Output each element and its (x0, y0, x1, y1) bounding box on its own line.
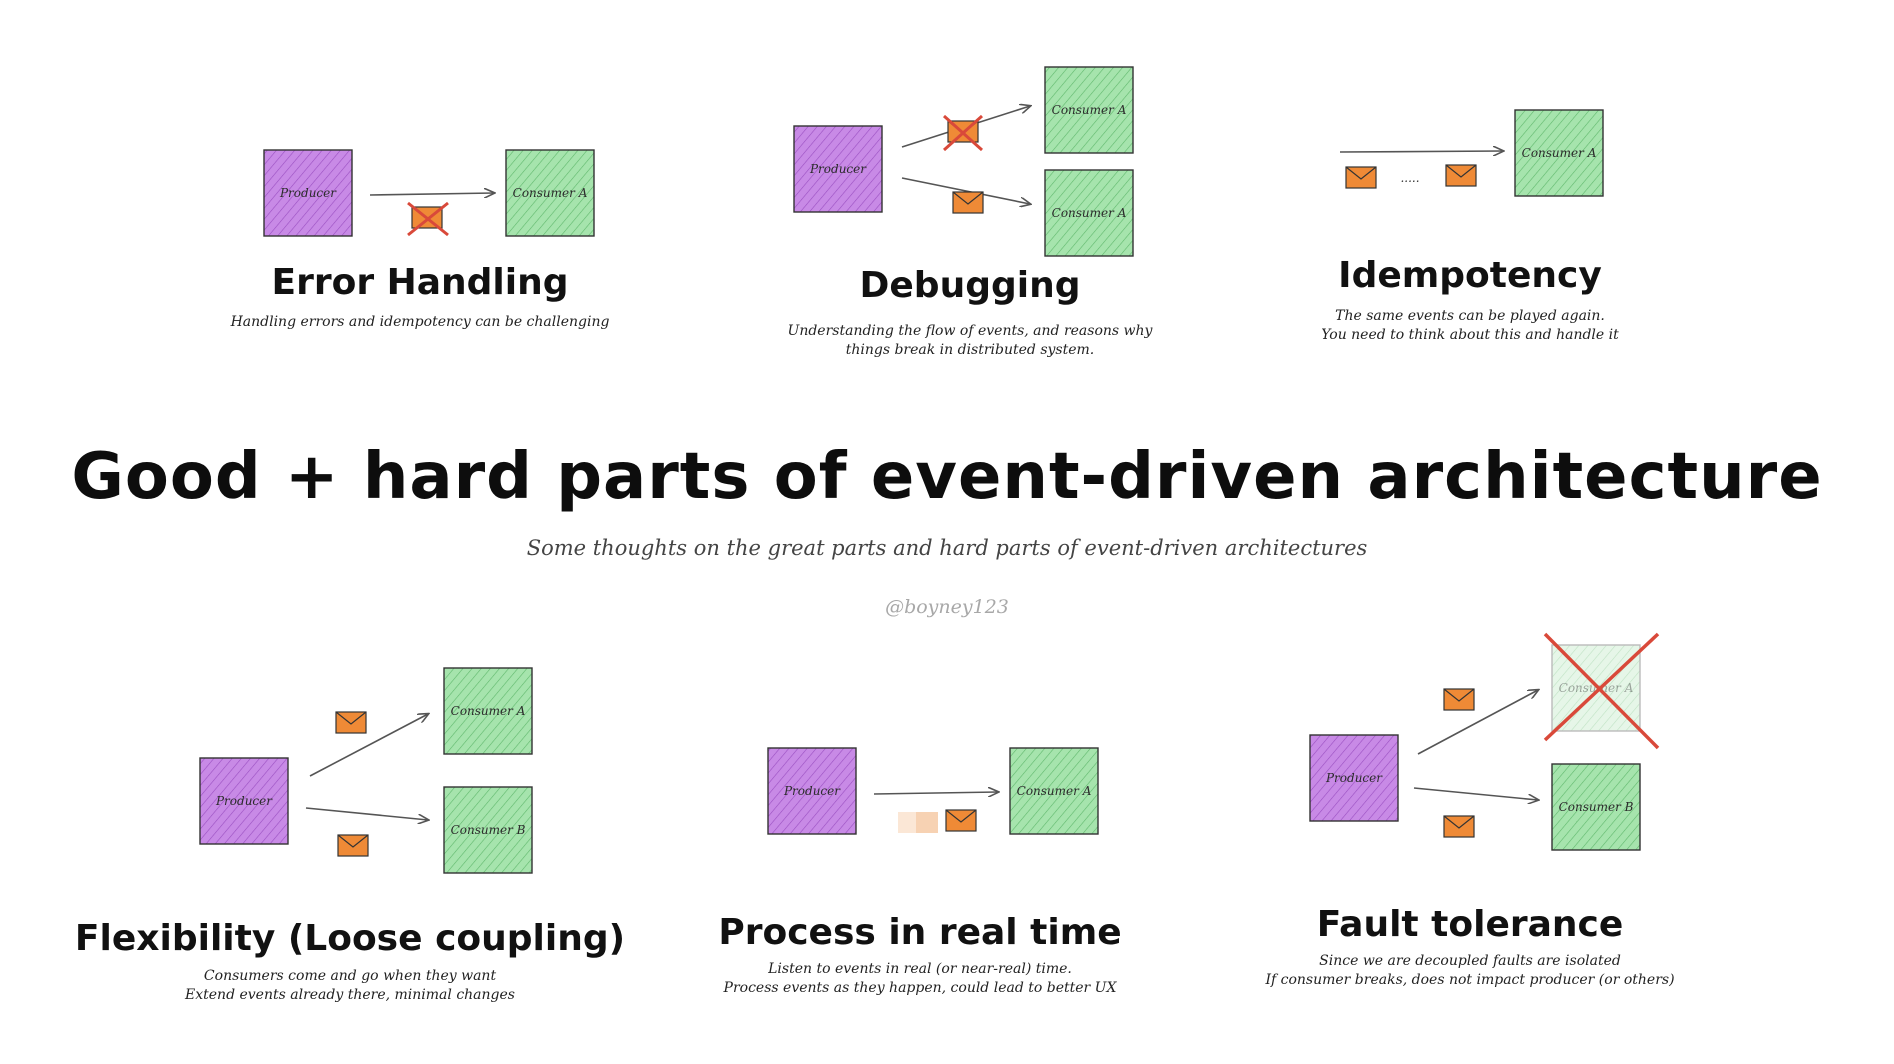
consumer-a-box-2: Consumer A (1044, 169, 1134, 257)
author-handle: @boyney123 (885, 596, 1009, 618)
section-title-error-handling: Error Handling (271, 262, 569, 303)
section-title-fault-tolerance: Fault tolerance (1316, 904, 1624, 945)
consumer-a-label: Consumer A (1052, 206, 1127, 220)
consumer-b-label: Consumer B (451, 823, 526, 837)
consumer-a-label: Consumer A (1522, 146, 1597, 160)
failed-envelope-icon (407, 201, 449, 237)
consumer-b-box: Consumer B (1551, 763, 1641, 851)
section-desc-idempotency: The same events can be played again. You… (1321, 308, 1619, 343)
producer-label: Producer (809, 162, 867, 176)
consumer-a-label: Consumer A (1052, 103, 1127, 117)
producer-box: Producer (263, 149, 353, 237)
event-arrow-down (1413, 787, 1538, 800)
envelope-icon (335, 711, 367, 734)
idempotency-diagram: Consumer A ..... (1339, 109, 1604, 197)
debugging-diagram: Producer Consumer A Consumer A (793, 66, 1134, 257)
broken-consumer-a-box: Consumer A (1543, 632, 1660, 750)
page-title: Good + hard parts of event-driven archit… (71, 440, 1823, 514)
producer-label: Producer (215, 794, 273, 808)
producer-box: Producer (1309, 734, 1399, 822)
failed-envelope-icon (942, 114, 984, 152)
section-desc-fault-tolerance: Since we are decoupled faults are isolat… (1265, 953, 1675, 988)
consumer-a-box: Consumer A (443, 667, 533, 755)
producer-label: Producer (1325, 771, 1383, 785)
consumer-b-box: Consumer B (443, 786, 533, 874)
producer-label: Producer (279, 186, 337, 200)
section-desc-error-handling: Handling errors and idempotency can be c… (230, 314, 610, 330)
section-desc-debugging: Understanding the flow of events, and re… (787, 323, 1153, 358)
consumer-a-label: Consumer A (513, 186, 588, 200)
envelope-icon-2 (337, 834, 369, 857)
envelope-icon-2 (1443, 815, 1475, 838)
consumer-a-box: Consumer A (505, 149, 595, 237)
consumer-a-label: Consumer A (451, 704, 526, 718)
producer-box: Producer (793, 125, 883, 213)
producer-box: Producer (199, 757, 289, 845)
section-title-debugging: Debugging (859, 265, 1081, 306)
error-handling-diagram: Producer Consumer A (263, 149, 595, 237)
failure-cross-icon (1543, 632, 1660, 750)
realtime-diagram: Producer Consumer A (767, 747, 1099, 835)
envelope-icon (945, 809, 977, 832)
event-arrow-up (309, 714, 428, 777)
section-title-idempotency: Idempotency (1338, 255, 1602, 296)
dots-label: ..... (1400, 171, 1419, 185)
consumer-a-box: Consumer A (1044, 66, 1134, 154)
envelope-icon (1443, 688, 1475, 711)
consumer-a-label: Consumer A (1017, 784, 1092, 798)
envelope-icon (952, 191, 984, 214)
fault-tolerance-diagram: Producer Consumer A Consumer B (1309, 632, 1660, 851)
section-title-flexibility: Flexibility (Loose coupling) (74, 918, 626, 959)
event-arrow (1339, 151, 1503, 152)
consumer-a-box: Consumer A (1514, 109, 1604, 197)
event-arrow (873, 792, 998, 794)
producer-label: Producer (783, 784, 841, 798)
consumer-b-label: Consumer B (1559, 800, 1634, 814)
motion-trail (898, 812, 938, 833)
event-arrow-up (1417, 690, 1538, 755)
section-desc-flexibility: Consumers come and go when they want Ext… (185, 968, 515, 1003)
consumer-a-box: Consumer A (1009, 747, 1099, 835)
page-subtitle: Some thoughts on the great parts and har… (526, 536, 1368, 560)
envelope-icon-2 (1445, 164, 1477, 187)
section-title-realtime: Process in real time (718, 912, 1122, 953)
event-arrow-down (305, 807, 428, 820)
producer-box: Producer (767, 747, 857, 835)
envelope-icon (1345, 166, 1377, 189)
section-desc-realtime: Listen to events in real (or near-real) … (723, 961, 1117, 996)
event-arrow-down (901, 177, 1030, 204)
event-arrow (369, 193, 494, 195)
flexibility-diagram: Producer Consumer A Consumer B (199, 667, 533, 874)
